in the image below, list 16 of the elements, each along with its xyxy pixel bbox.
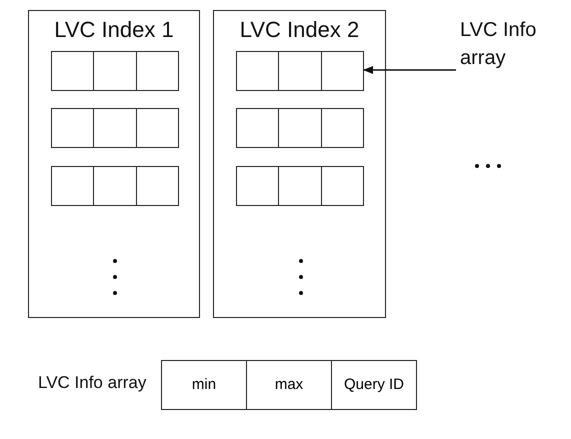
table-cell: min [162,360,246,410]
index-box [213,10,386,318]
index-box [28,10,200,318]
leader-line [363,66,456,74]
row-label: LVC Info array [38,373,146,393]
table-cell: Query ID [332,360,416,410]
box-title: LVC Index 2 [238,17,360,43]
array-row [236,51,364,91]
array-row [51,166,179,206]
table-cell: max [246,360,332,410]
array-row [51,108,179,148]
callout-text: LVC Info array [460,16,570,78]
array-row [236,166,364,206]
box-title: LVC Index 1 [53,17,175,43]
array-row [236,108,364,148]
array-row [51,51,179,91]
